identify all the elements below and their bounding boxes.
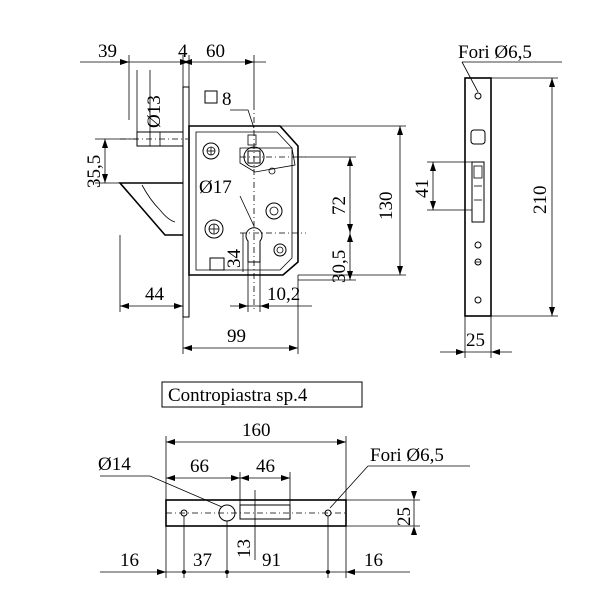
dim-10-2: 10,2 [267, 284, 300, 305]
faceplate-dim-25: 25 [466, 330, 485, 351]
strike-dim-16-left: 16 [120, 550, 139, 571]
dim-d13: Ø13 [144, 95, 165, 128]
small-bolt [209, 257, 225, 271]
dim-35-5: 35,5 [84, 155, 105, 188]
dim-4: 4 [178, 41, 188, 62]
screw-bottom-right [273, 243, 287, 257]
dim-44: 44 [145, 284, 165, 305]
follower-hub [239, 134, 296, 175]
screw-top-left [202, 142, 220, 160]
faceplate-latch-slot [470, 129, 486, 145]
strike-dim-46: 46 [256, 456, 275, 477]
lock-inner-plate [195, 131, 293, 271]
faceplate-holes-label: Fori Ø6,5 [458, 42, 532, 63]
dim-30-5: 30,5 [329, 250, 350, 283]
strike-holes-label: Fori Ø6,5 [370, 445, 444, 466]
strike-dim-d14: Ø14 [98, 454, 131, 475]
dim-d17: Ø17 [199, 177, 232, 198]
dim-41: 41 [412, 179, 433, 198]
strike-dim-91: 91 [262, 550, 281, 571]
dim-39: 39 [98, 41, 117, 62]
faceplate-view: Fori Ø6,5 41 210 25 [412, 42, 562, 358]
strike-slot [239, 504, 291, 520]
strike-title-box [161, 381, 363, 408]
faceplate-hook-slot [471, 161, 485, 223]
faceplate-body [464, 77, 492, 317]
dim-130: 130 [376, 192, 397, 221]
lock-front-view: 39 4 60 Ø13 8 35,5 Ø17 34 72 30,5 [80, 41, 406, 354]
strike-dim-13: 13 [234, 539, 255, 558]
faceplate-hole-bottom [474, 296, 482, 304]
strike-dim-16-right: 16 [364, 550, 383, 571]
dim-210: 210 [530, 186, 551, 215]
strike-dim-37: 37 [193, 550, 212, 571]
strike-title: Contropiastra sp.4 [168, 385, 308, 406]
dim-sq8: 8 [222, 89, 232, 110]
square-symbol [204, 90, 218, 104]
strike-dim-160: 160 [242, 420, 271, 441]
screw-middle-right [265, 202, 283, 220]
lock-forend [182, 86, 190, 318]
strike-dim-66: 66 [190, 456, 209, 477]
dim-34: 34 [224, 249, 245, 269]
strike-dim-25: 25 [394, 507, 415, 526]
hook-bolt [118, 182, 183, 236]
dim-72: 72 [329, 196, 350, 215]
faceplate-hole-top [474, 92, 482, 100]
screw-bottom-left [204, 219, 224, 239]
dim-99: 99 [227, 326, 246, 347]
dim-60: 60 [206, 41, 225, 62]
cylinder-hole [245, 227, 263, 263]
strike-plate-view: Contropiastra sp.4 160 Ø14 66 46 Fori Ø6… [98, 381, 470, 578]
